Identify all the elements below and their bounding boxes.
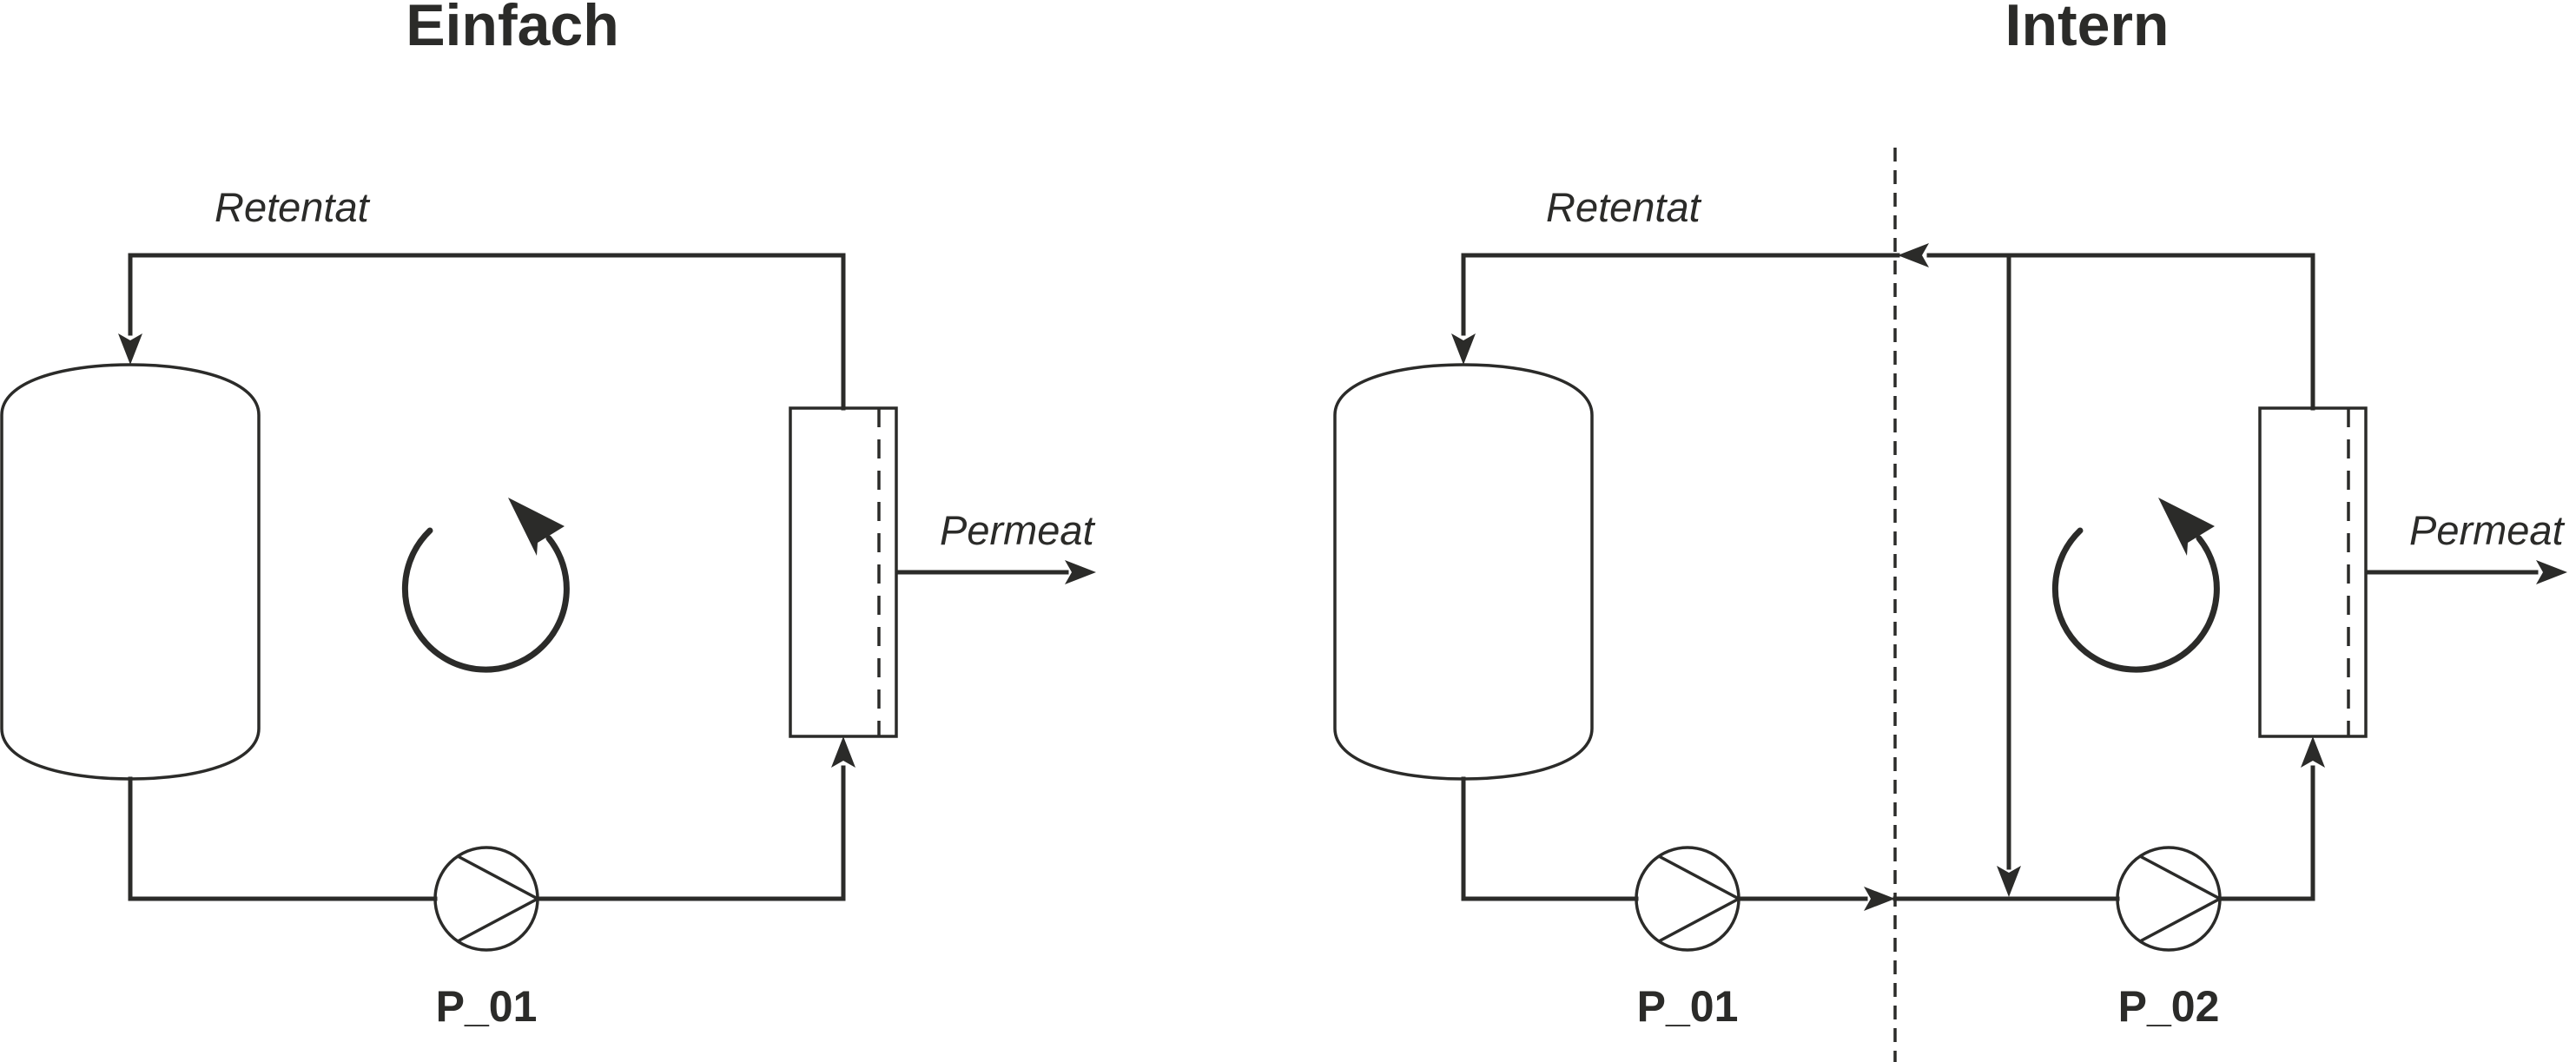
retentate-return-line	[118, 253, 846, 411]
panel-intern: Intern Retentat Permeat	[1333, 0, 2567, 1062]
feed-line	[128, 736, 855, 901]
pump-p01: P_01	[1635, 846, 1742, 1031]
pump-label: P_02	[2118, 982, 2220, 1031]
pump-p02: P_02	[2116, 846, 2223, 1031]
permeate-outlet	[895, 560, 1096, 584]
arrow-up-icon	[831, 736, 855, 768]
pump-icon	[2116, 846, 2222, 952]
retentate-label: Retentat	[1546, 184, 1702, 230]
arrow-left-icon	[1898, 243, 1929, 267]
membrane-module	[2258, 406, 2368, 738]
retentate-label: Retentat	[215, 184, 371, 230]
arrow-right-icon	[1065, 560, 1096, 584]
rotation-arrow-icon	[2051, 498, 2220, 673]
tank-vessel-icon	[1333, 363, 1594, 781]
panel-title: Einfach	[406, 0, 619, 58]
pump-label: P_01	[436, 982, 538, 1031]
arrow-right-icon	[1864, 887, 1895, 911]
arrow-down-icon	[1451, 333, 1476, 365]
retentate-return-line	[1451, 243, 2315, 411]
tank-vessel-icon	[0, 363, 261, 781]
membrane-module	[789, 406, 898, 738]
pump-icon	[1635, 846, 1740, 952]
permeate-label: Permeat	[2409, 507, 2566, 553]
panel-title: Intern	[2005, 0, 2170, 58]
arrow-up-icon	[2301, 736, 2325, 768]
rotation-arrow-icon	[401, 498, 570, 673]
pump-icon	[433, 846, 539, 952]
panel-einfach: Einfach Retentat Permeat P_01	[0, 0, 1096, 1031]
pump-label: P_01	[1637, 982, 1739, 1031]
permeate-outlet	[2365, 560, 2567, 584]
internal-bypass-line	[1997, 253, 2021, 897]
arrow-down-icon	[1997, 866, 2021, 897]
pump-p01: P_01	[433, 846, 541, 1031]
arrow-down-icon	[118, 333, 142, 365]
arrow-right-icon	[2536, 560, 2567, 584]
permeate-label: Permeat	[940, 507, 1096, 553]
feed-line	[1461, 736, 2325, 911]
